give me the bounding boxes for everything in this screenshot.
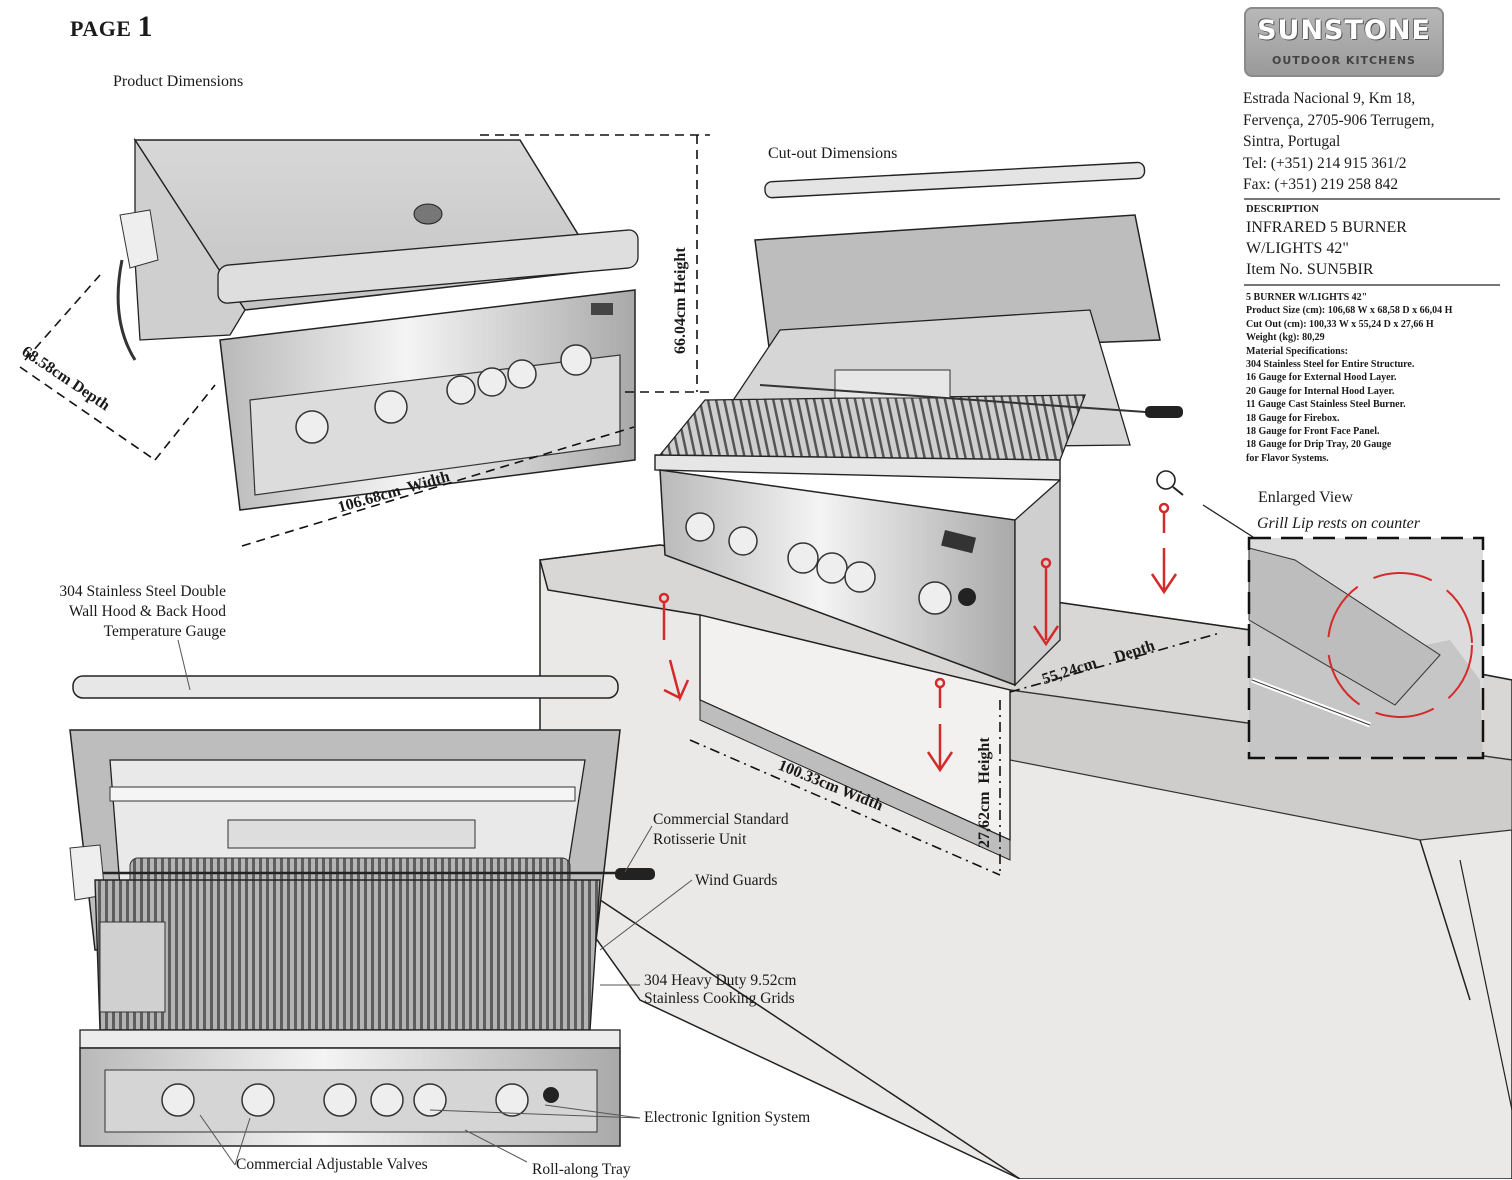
callout-line: 304 Stainless Steel Double bbox=[59, 583, 226, 600]
open-grill-drawing bbox=[69, 675, 655, 1147]
tray-callout: Roll-along Tray bbox=[532, 1161, 631, 1178]
cut-out-size: Cut Out (cm): 100,33 W x 55,24 D x 27,66… bbox=[1246, 318, 1434, 330]
rotisserie-callout: Commercial Standard Rotisserie Unit bbox=[653, 810, 789, 850]
cutout-dimension-lines bbox=[689, 632, 1221, 876]
item-number: Item No. SUN5BIR bbox=[1246, 261, 1374, 278]
material-item: 18 Gauge for Drip Tray, 20 Gauge bbox=[1246, 439, 1392, 451]
hood-callout: 304 Stainless Steel Double Wall Hood & B… bbox=[14, 582, 226, 642]
wind-guards-callout: Wind Guards bbox=[695, 872, 778, 889]
product-height-label: 66.04cm Height bbox=[672, 247, 689, 354]
product-grill-drawing bbox=[116, 137, 639, 511]
fax: Fax: (+351) 219 258 842 bbox=[1243, 176, 1399, 193]
product-dimensions-heading: Product Dimensions bbox=[113, 73, 244, 90]
valves-callout: Commercial Adjustable Valves bbox=[236, 1156, 428, 1173]
magnifier-icon bbox=[1156, 470, 1254, 538]
description-line: W/LIGHTS 42" bbox=[1246, 240, 1349, 257]
telephone: Tel: (+351) 214 915 361/2 bbox=[1243, 154, 1407, 172]
cooking-grids-callout: 304 Heavy Duty 9.52cm Stainless Cooking … bbox=[644, 972, 796, 1008]
material-item: 11 Gauge Cast Stainless Steel Burner. bbox=[1246, 399, 1406, 411]
callout-line: Stainless Cooking Grids bbox=[644, 990, 795, 1007]
callout-line: Wall Hood & Back Hood bbox=[68, 603, 226, 620]
divider bbox=[1244, 198, 1500, 200]
brand-tagline: OUTDOOR KITCHENS bbox=[1272, 54, 1416, 67]
address-line: Estrada Nacional 9, Km 18, bbox=[1243, 90, 1416, 107]
contact-block: Estrada Nacional 9, Km 18, Fervença, 270… bbox=[1243, 88, 1434, 196]
divider bbox=[1244, 284, 1500, 286]
weight: Weight (kg): 80,29 bbox=[1246, 332, 1325, 344]
cutout-dimensions-heading: Cut-out Dimensions bbox=[768, 145, 898, 162]
callout-line: Rotisserie Unit bbox=[653, 831, 747, 848]
description-line: INFRARED 5 BURNER bbox=[1246, 219, 1407, 236]
callout-leaders bbox=[177, 639, 693, 1166]
callout-line: Commercial Standard bbox=[653, 811, 789, 828]
material-item: 18 Gauge for Front Face Panel. bbox=[1246, 426, 1380, 438]
cutout-height-label: 27,62cm Height bbox=[976, 737, 993, 848]
enlarged-view-title: Enlarged View bbox=[1258, 489, 1353, 506]
brand-logo: SUNSTONE OUTDOOR KITCHENS bbox=[1244, 7, 1444, 77]
cutout-grill-drawing bbox=[654, 161, 1183, 687]
description-block: INFRARED 5 BURNER W/LIGHTS 42" Item No. … bbox=[1246, 217, 1407, 280]
material-item: 18 Gauge for Firebox. bbox=[1246, 412, 1340, 424]
product-dimension-lines bbox=[19, 134, 710, 547]
material-heading: Material Specifications: bbox=[1246, 345, 1348, 357]
address-line: Fervença, 2705-906 Terrugem, bbox=[1243, 111, 1435, 129]
brand-name: SUNSTONE bbox=[1257, 15, 1431, 46]
specifications-block: 5 BURNER W/LIGHTS 42" Product Size (cm):… bbox=[1246, 291, 1452, 465]
material-item: 16 Gauge for External Hood Layer. bbox=[1246, 372, 1397, 384]
material-item: 20 Gauge for Internal Hood Layer. bbox=[1246, 385, 1395, 397]
material-item: 304 Stainless Steel for Entire Structure… bbox=[1246, 359, 1415, 371]
description-heading: DESCRIPTION bbox=[1246, 204, 1319, 215]
page-label: PAGE bbox=[70, 16, 132, 41]
product-size: Product Size (cm): 106,68 W x 68,58 D x … bbox=[1246, 305, 1453, 317]
enlarged-view-caption: Grill Lip rests on counter bbox=[1257, 515, 1420, 532]
callout-line: Temperature Gauge bbox=[103, 623, 226, 640]
callout-line: 304 Heavy Duty 9.52cm bbox=[644, 972, 797, 989]
specs-title: 5 BURNER W/LIGHTS 42" bbox=[1246, 292, 1368, 303]
red-placement-arrows bbox=[658, 502, 1178, 773]
ignition-callout: Electronic Ignition System bbox=[644, 1109, 811, 1126]
address-line: Sintra, Portugal bbox=[1243, 133, 1341, 150]
page-number: 1 bbox=[137, 10, 153, 43]
enlarged-view-drawing bbox=[1247, 536, 1485, 760]
material-item: for Flavor Systems. bbox=[1246, 452, 1329, 464]
